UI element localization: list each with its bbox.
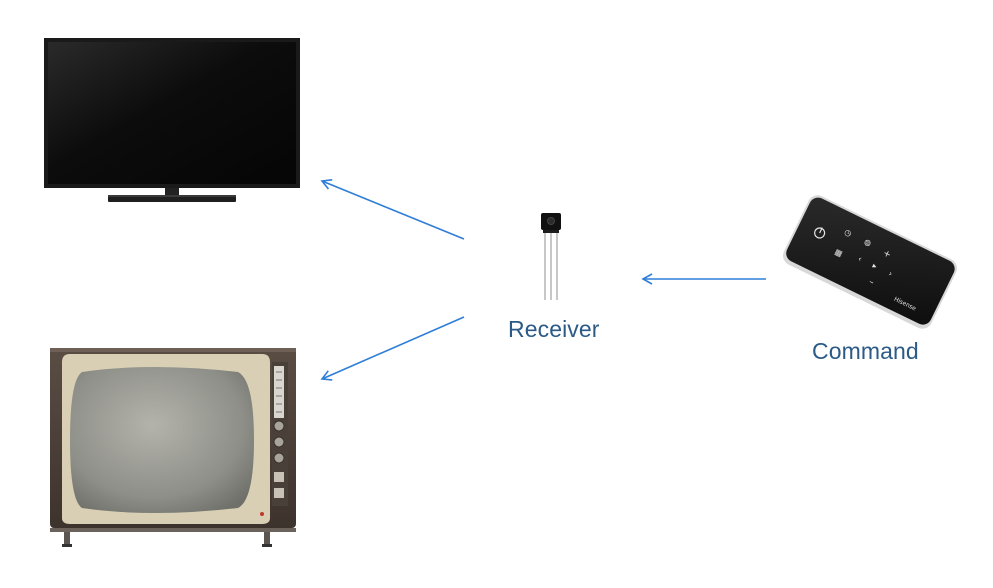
flat-tv-icon [44, 38, 300, 202]
svg-text:▸: ▸ [871, 261, 879, 271]
arrow-to-vintage-tv [320, 316, 465, 381]
svg-text:◍: ◍ [863, 237, 873, 248]
svg-text:›: › [887, 269, 894, 278]
svg-text:‹: ‹ [857, 254, 864, 263]
arrow-to-flat-tv [320, 178, 465, 240]
svg-text:◷: ◷ [843, 227, 853, 238]
command-label: Command [812, 338, 919, 364]
signal-arrows [320, 178, 766, 381]
vintage-tv-icon [50, 348, 296, 547]
svg-text:–: – [867, 277, 876, 288]
remote-control-icon: ◷ ◍ ▦ ‹ ▸ › + – Hisense [783, 195, 957, 329]
svg-text:▦: ▦ [833, 247, 844, 258]
receiver-label: Receiver [508, 316, 600, 342]
svg-text:+: + [881, 248, 892, 260]
ir-receiver-icon [541, 213, 561, 300]
